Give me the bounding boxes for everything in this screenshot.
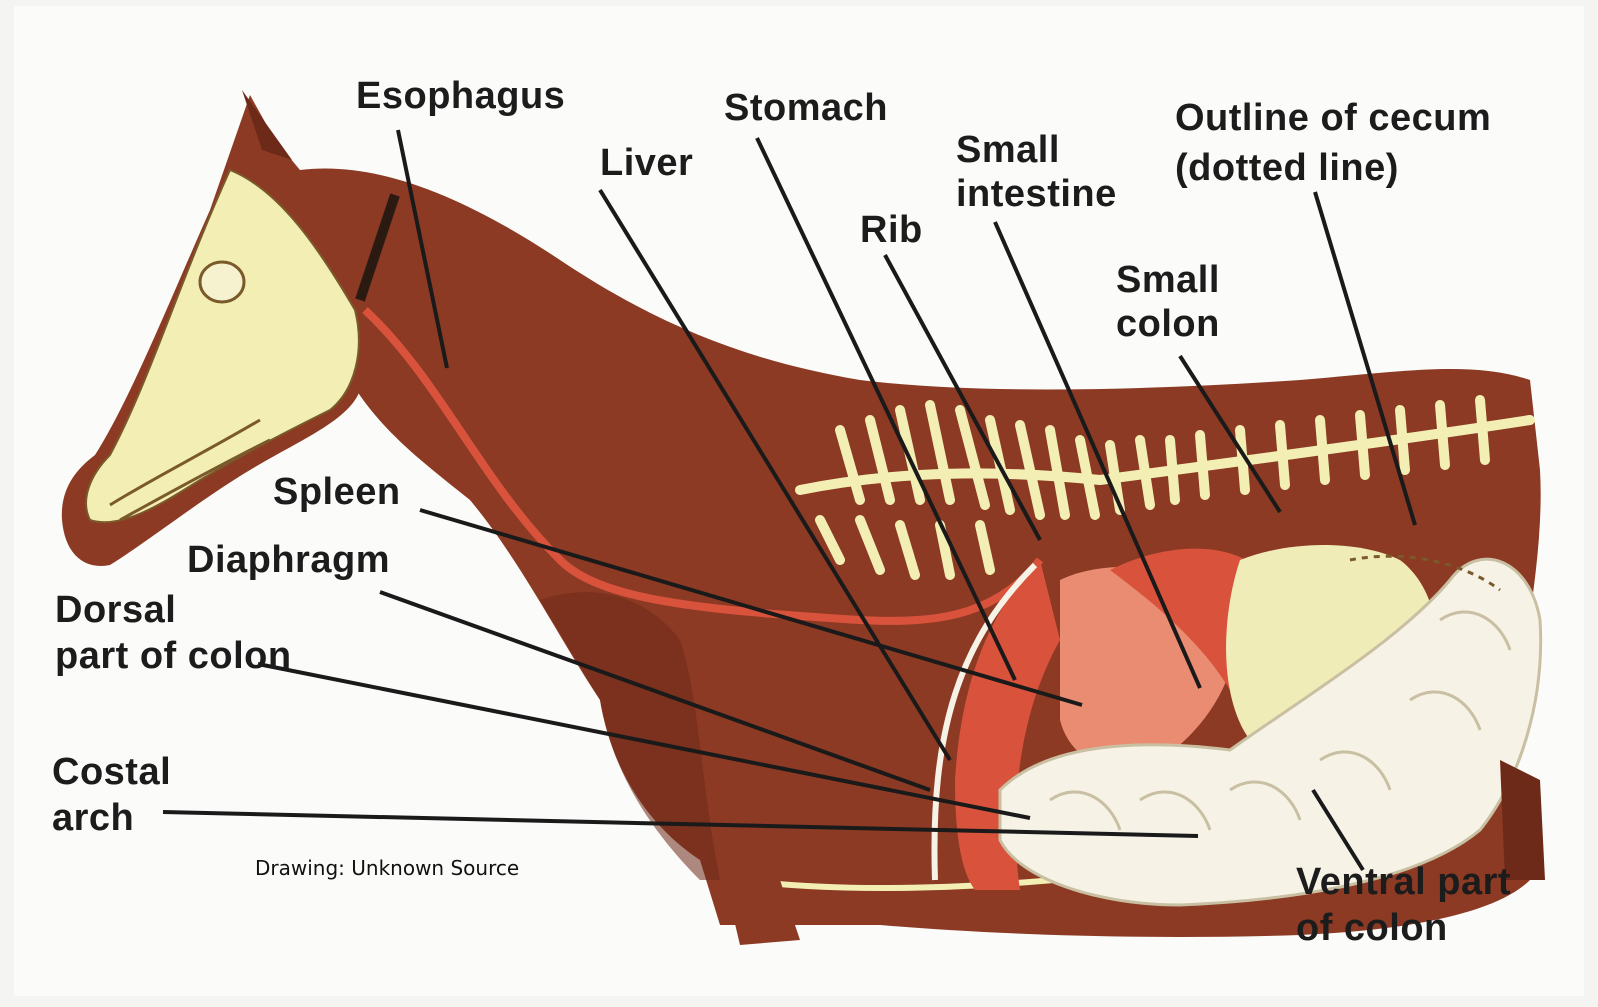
label-small-intestine-line2: intestine xyxy=(956,172,1117,216)
label-diaphragm: Diaphragm xyxy=(187,538,390,582)
label-liver: Liver xyxy=(600,141,693,185)
eye-socket xyxy=(200,262,244,302)
label-ventral-colon-line1: Ventral part xyxy=(1296,860,1511,904)
label-costal-arch-line1: Costal xyxy=(52,750,171,794)
label-ventral-colon-line2: of colon xyxy=(1296,906,1448,950)
label-stomach: Stomach xyxy=(724,86,888,130)
label-dorsal-colon-line1: Dorsal xyxy=(55,588,176,632)
label-outline-cecum-line2: (dotted line) xyxy=(1175,146,1399,190)
label-dorsal-colon-line2: part of colon xyxy=(55,634,292,678)
label-rib: Rib xyxy=(860,208,923,252)
label-esophagus: Esophagus xyxy=(356,74,565,118)
label-small-colon-line2: colon xyxy=(1116,302,1220,346)
label-spleen: Spleen xyxy=(273,470,401,514)
drawing-credit: Drawing: Unknown Source xyxy=(255,856,519,880)
label-small-colon-line1: Small xyxy=(1116,258,1220,302)
label-costal-arch-line2: arch xyxy=(52,796,134,840)
label-outline-cecum-line1: Outline of cecum xyxy=(1175,96,1491,140)
label-small-intestine-line1: Small xyxy=(956,128,1060,172)
